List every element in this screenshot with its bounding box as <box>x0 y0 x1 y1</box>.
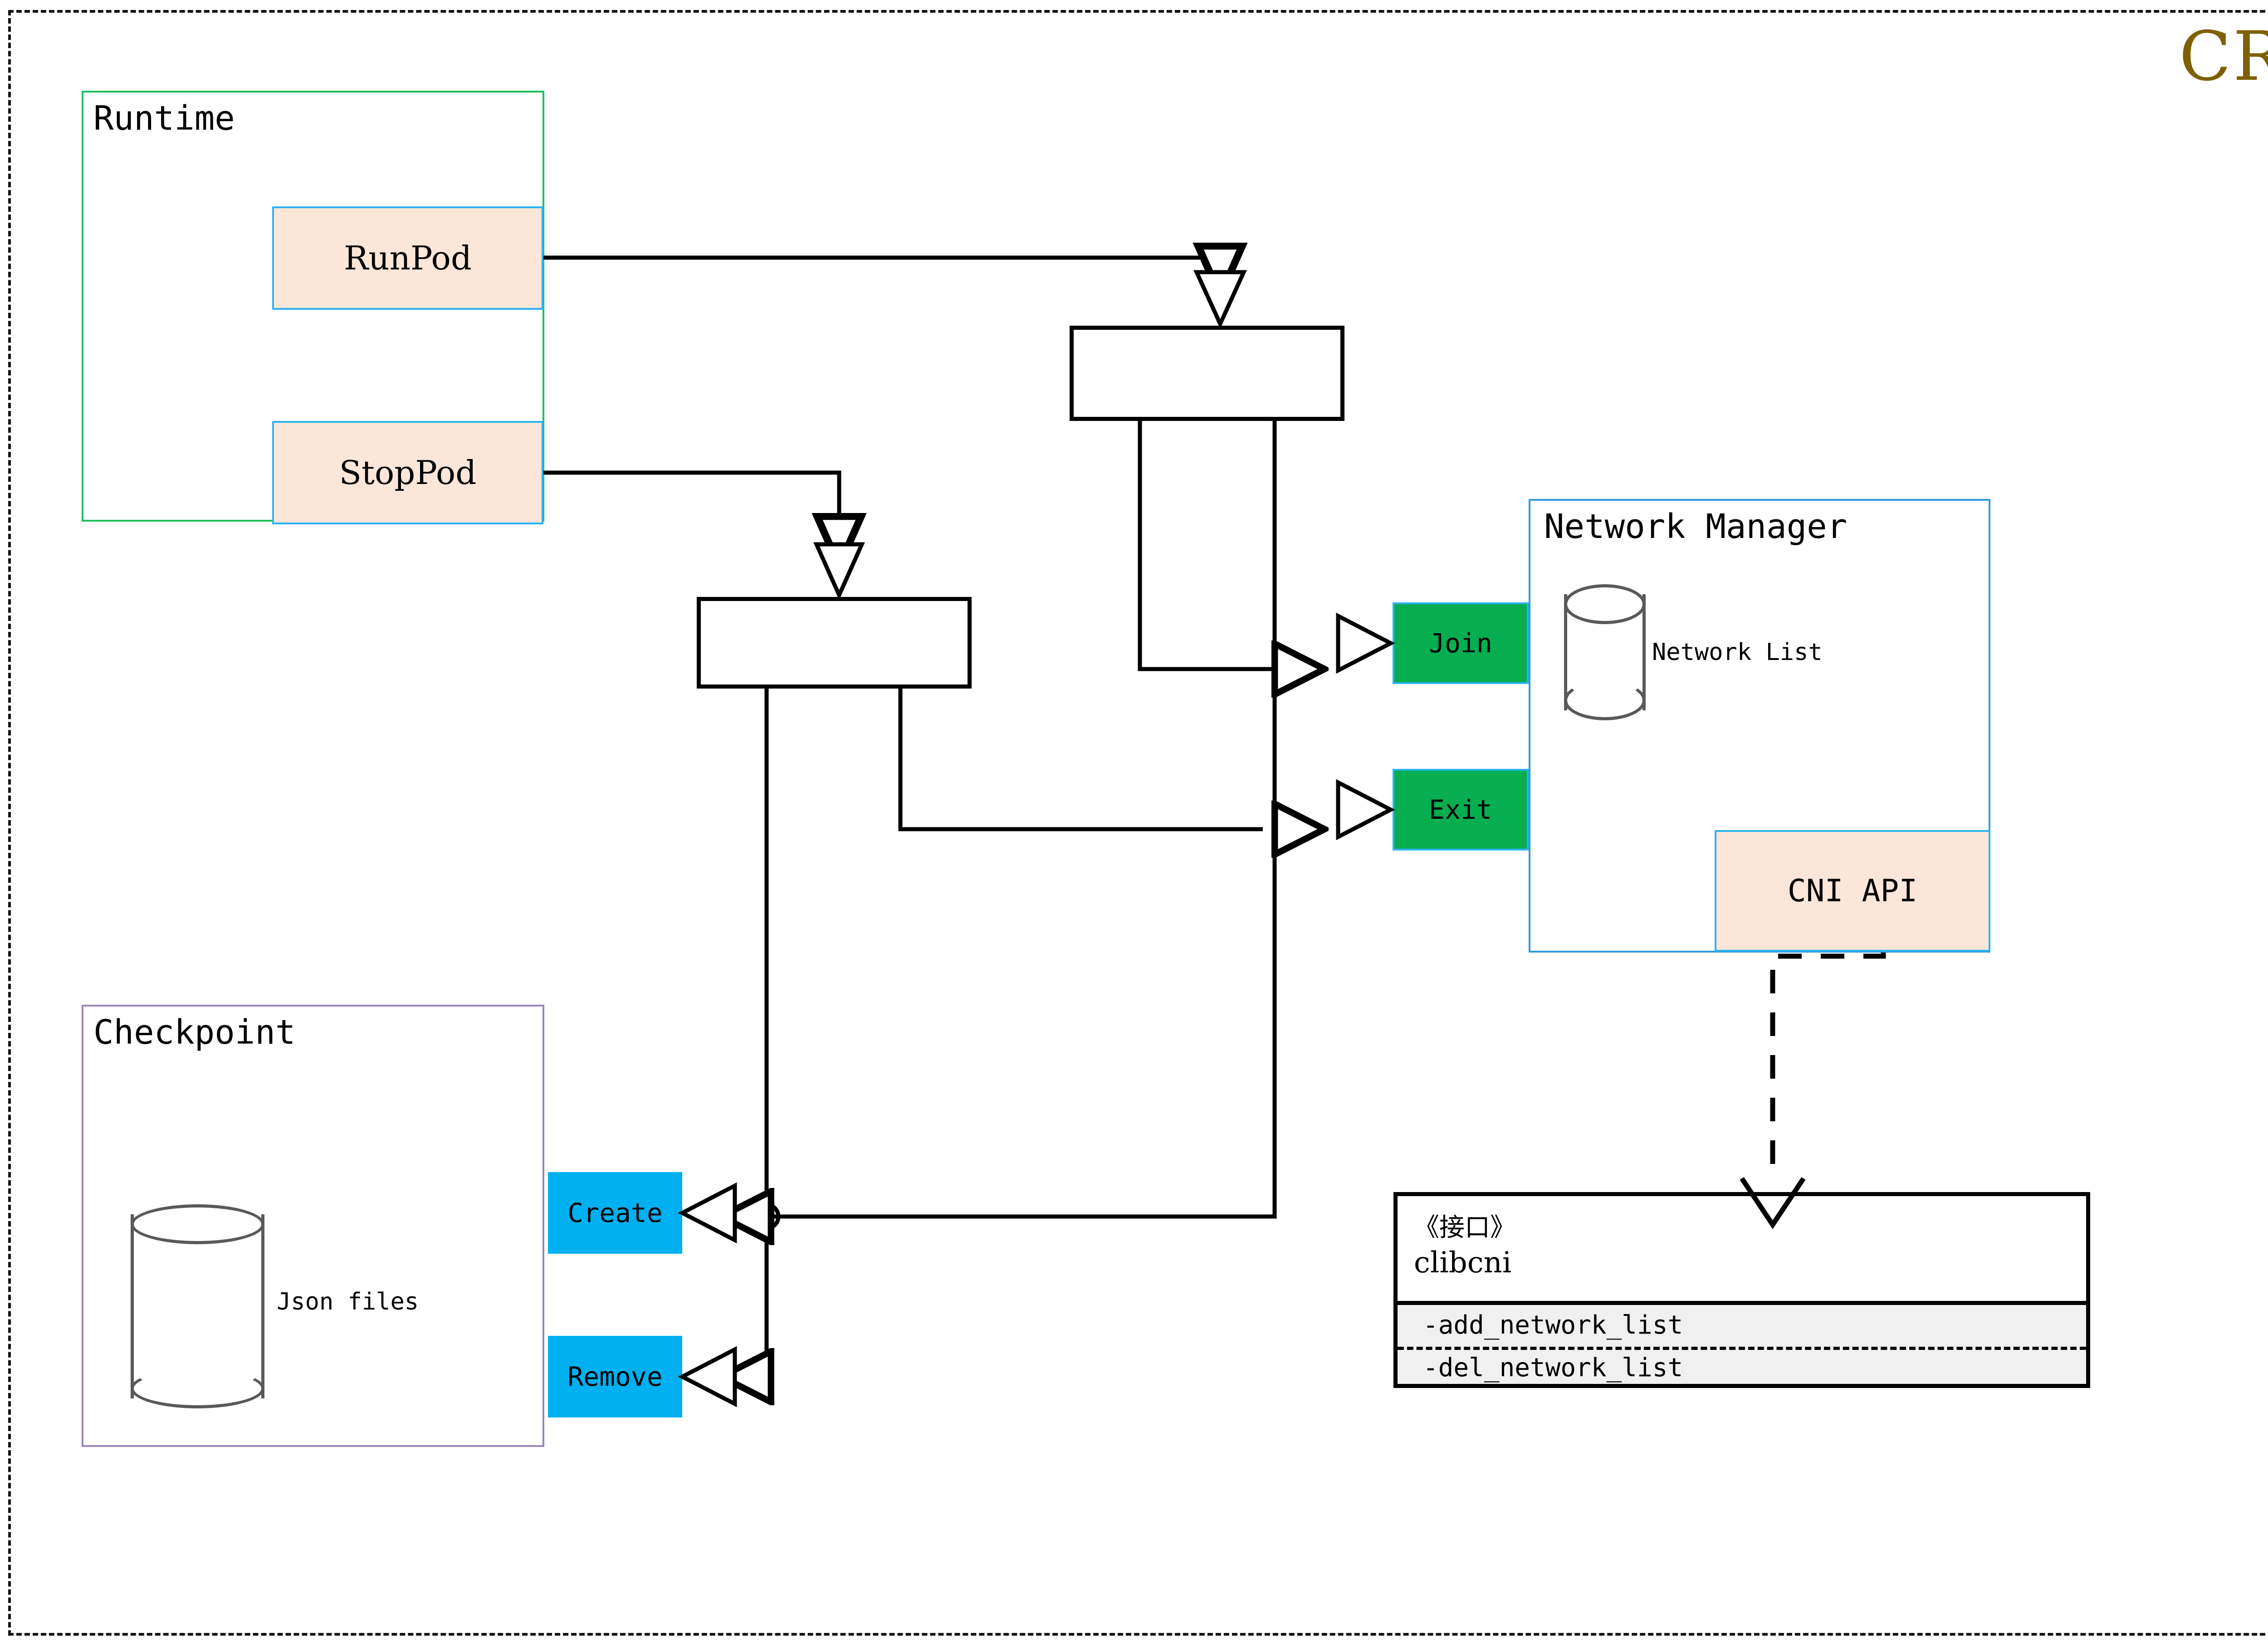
cni-api-label: CNI API <box>1787 873 1918 909</box>
cni-api-box[interactable]: CNI API <box>1715 830 1990 952</box>
fork-bar-stoppod <box>697 597 972 689</box>
clibcni-interface: 《接口》 clibcni -add_network_list -del_netw… <box>1393 1192 2090 1388</box>
cri-title: CRI <box>2179 17 2268 96</box>
remove-label: Remove <box>567 1361 663 1392</box>
clibcni-header: 《接口》 clibcni <box>1398 1196 2086 1305</box>
clibcni-operations: -add_network_list -del_network_list <box>1398 1305 2086 1384</box>
network-join-op[interactable]: Join <box>1393 602 1529 684</box>
clibcni-name: clibcni <box>1414 1246 1512 1280</box>
clibcni-op-separator <box>1398 1347 2086 1350</box>
clibcni-op-del: -del_network_list <box>1423 1353 1683 1383</box>
network-manager-title: Network Manager <box>1544 507 1848 546</box>
checkpoint-remove-op[interactable]: Remove <box>548 1336 682 1417</box>
checkpoint-create-op[interactable]: Create <box>548 1172 682 1254</box>
network-list-label: Network List <box>1652 639 1823 666</box>
join-label: Join <box>1429 628 1492 659</box>
fork-bar-runpod <box>1070 326 1344 421</box>
clibcni-op-add: -add_network_list <box>1423 1310 1683 1340</box>
runtime-title: Runtime <box>93 99 235 138</box>
runpod-label: RunPod <box>344 239 472 277</box>
stoppod-method[interactable]: StopPod <box>272 421 543 524</box>
cri-package-boundary <box>8 10 2268 1636</box>
stoppod-label: StopPod <box>339 454 477 492</box>
create-label: Create <box>567 1197 663 1228</box>
exit-label: Exit <box>1429 794 1492 825</box>
clibcni-stereotype: 《接口》 <box>1414 1213 1515 1242</box>
json-files-cylinder-icon <box>131 1204 264 1408</box>
network-list-cylinder-icon <box>1564 584 1646 720</box>
json-files-label: Json files <box>277 1288 419 1315</box>
checkpoint-title: Checkpoint <box>93 1013 296 1052</box>
network-exit-op[interactable]: Exit <box>1393 769 1529 850</box>
runpod-method[interactable]: RunPod <box>272 206 543 310</box>
